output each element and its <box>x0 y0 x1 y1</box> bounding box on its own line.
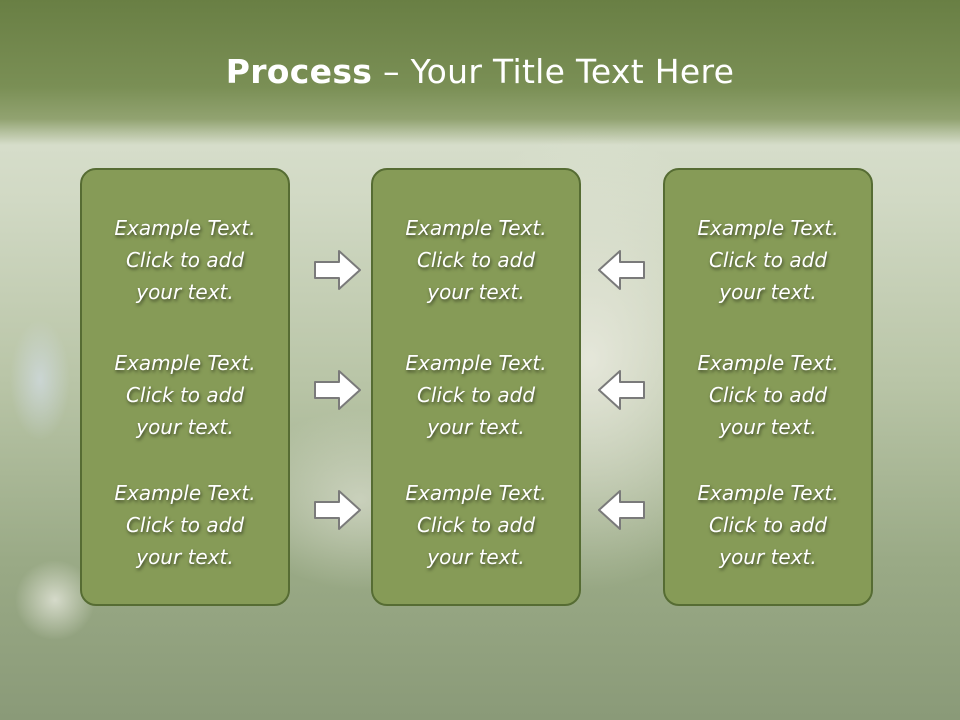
text-line: Example Text. <box>114 351 256 375</box>
arrow-left-icon <box>598 250 645 290</box>
text-line: Example Text. <box>697 481 839 505</box>
arrow-left-icon <box>598 370 645 410</box>
text-placeholder[interactable]: Example Text. Click to add your text. <box>373 212 579 308</box>
text-line: your text. <box>719 415 817 439</box>
text-line: Click to add <box>416 248 536 272</box>
text-placeholder[interactable]: Example Text. Click to add your text. <box>373 477 579 573</box>
text-line: Click to add <box>416 513 536 537</box>
text-placeholder[interactable]: Example Text. Click to add your text. <box>82 477 288 573</box>
text-placeholder[interactable]: Example Text. Click to add your text. <box>665 347 871 443</box>
text-line: Example Text. <box>405 481 547 505</box>
arrow-left-icon <box>598 490 645 530</box>
title-bold-text: Process <box>225 52 373 91</box>
text-line: Click to add <box>708 248 828 272</box>
text-line: Click to add <box>125 513 245 537</box>
text-line: Click to add <box>708 383 828 407</box>
text-line: Example Text. <box>114 216 256 240</box>
text-line: your text. <box>719 280 817 304</box>
text-line: your text. <box>136 415 234 439</box>
text-line: your text. <box>427 545 525 569</box>
title-band <box>0 0 960 145</box>
text-line: your text. <box>719 545 817 569</box>
process-box-left[interactable]: Example Text. Click to add your text. Ex… <box>80 168 290 606</box>
text-placeholder[interactable]: Example Text. Click to add your text. <box>82 347 288 443</box>
process-box-right[interactable]: Example Text. Click to add your text. Ex… <box>663 168 873 606</box>
arrow-right-icon <box>314 250 361 290</box>
title-rest-text: – Your Title Text Here <box>372 52 735 91</box>
text-line: Example Text. <box>697 351 839 375</box>
text-line: your text. <box>136 280 234 304</box>
text-line: Example Text. <box>697 216 839 240</box>
text-line: your text. <box>427 415 525 439</box>
process-box-center[interactable]: Example Text. Click to add your text. Ex… <box>371 168 581 606</box>
text-line: Example Text. <box>405 351 547 375</box>
text-line: your text. <box>136 545 234 569</box>
text-line: Example Text. <box>405 216 547 240</box>
text-line: Click to add <box>708 513 828 537</box>
arrow-right-icon <box>314 370 361 410</box>
text-placeholder[interactable]: Example Text. Click to add your text. <box>665 212 871 308</box>
text-placeholder[interactable]: Example Text. Click to add your text. <box>665 477 871 573</box>
slide-title[interactable]: Process – Your Title Text Here <box>0 52 960 91</box>
text-placeholder[interactable]: Example Text. Click to add your text. <box>82 212 288 308</box>
text-line: Example Text. <box>114 481 256 505</box>
text-line: Click to add <box>125 248 245 272</box>
text-placeholder[interactable]: Example Text. Click to add your text. <box>373 347 579 443</box>
arrow-right-icon <box>314 490 361 530</box>
text-line: your text. <box>427 280 525 304</box>
text-line: Click to add <box>125 383 245 407</box>
text-line: Click to add <box>416 383 536 407</box>
